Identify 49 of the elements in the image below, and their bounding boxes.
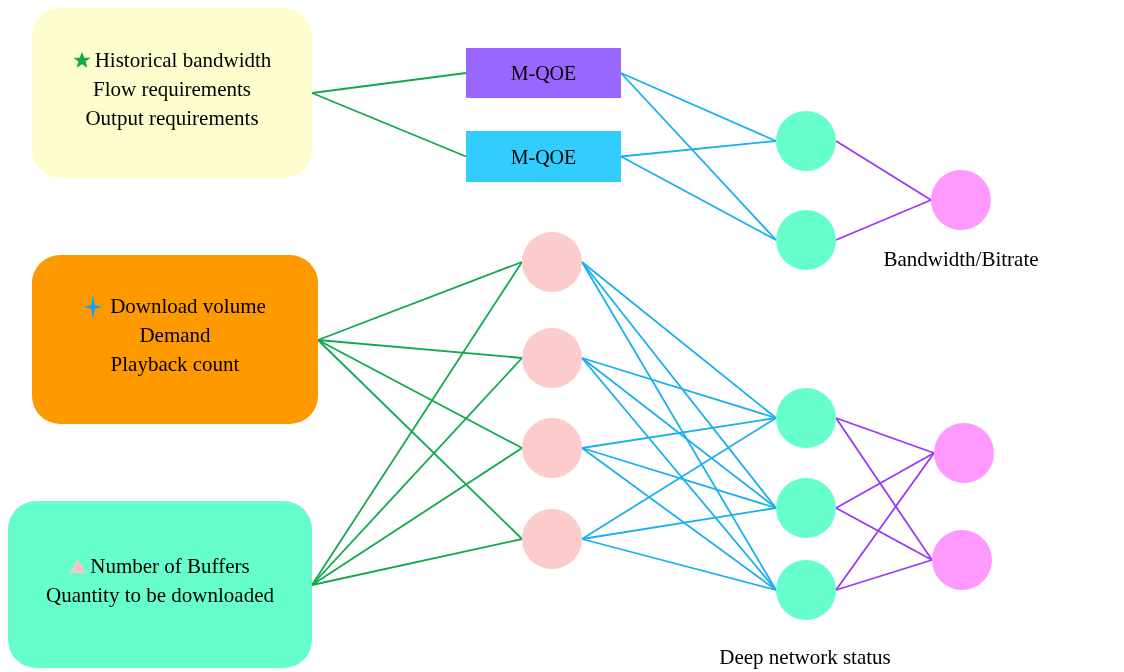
input-text: Download volume [110, 293, 266, 320]
input-text: Number of Buffers [90, 552, 250, 580]
module-label: M-QOE [510, 61, 577, 86]
connector-line [835, 507, 933, 561]
connector-line [835, 417, 933, 561]
connector-line [620, 140, 777, 158]
connector-line [581, 538, 777, 591]
input-text: Historical bandwidth [94, 46, 272, 74]
connector-line [581, 507, 777, 540]
module-box [466, 131, 621, 182]
connector-line [311, 538, 523, 586]
connector-line [311, 447, 523, 586]
input-text: Demand [139, 322, 211, 349]
connector-line [835, 199, 932, 241]
connector-line [581, 261, 777, 419]
module-label: M-QOE [510, 144, 577, 170]
connector-line [317, 339, 523, 540]
connector-line [317, 339, 523, 449]
connector-line [835, 452, 935, 509]
connector-line [835, 417, 935, 454]
connector-line [620, 72, 777, 142]
connector-line [581, 447, 777, 509]
connector-line [620, 72, 777, 241]
connector-line [311, 92, 467, 158]
module-box [466, 48, 621, 98]
input-text: Playback count [110, 351, 240, 378]
connector-line [581, 417, 777, 540]
input-text: Flow requirements [92, 75, 252, 103]
connector-line [311, 357, 523, 586]
connector-line [311, 72, 467, 94]
output-label: Bandwidth/Bitrate [883, 246, 1039, 273]
connector-line [835, 559, 933, 591]
connector-line [835, 452, 935, 591]
input-box [32, 8, 312, 178]
connector-line [581, 357, 777, 509]
connector-line [581, 261, 777, 591]
layer-caption: Deep network status [719, 644, 891, 671]
connector-line [581, 447, 777, 591]
input-text: Quantity to be downloaded [45, 581, 274, 609]
connector-line [835, 140, 932, 201]
connector-line [581, 417, 777, 449]
connector-line [317, 339, 523, 359]
connector-line [620, 155, 777, 241]
connector-line [581, 357, 777, 591]
input-text: Output requirements [85, 104, 259, 132]
input-box [8, 501, 312, 668]
connector-line [581, 357, 777, 419]
input-box [32, 255, 318, 424]
connector-line [317, 261, 523, 341]
